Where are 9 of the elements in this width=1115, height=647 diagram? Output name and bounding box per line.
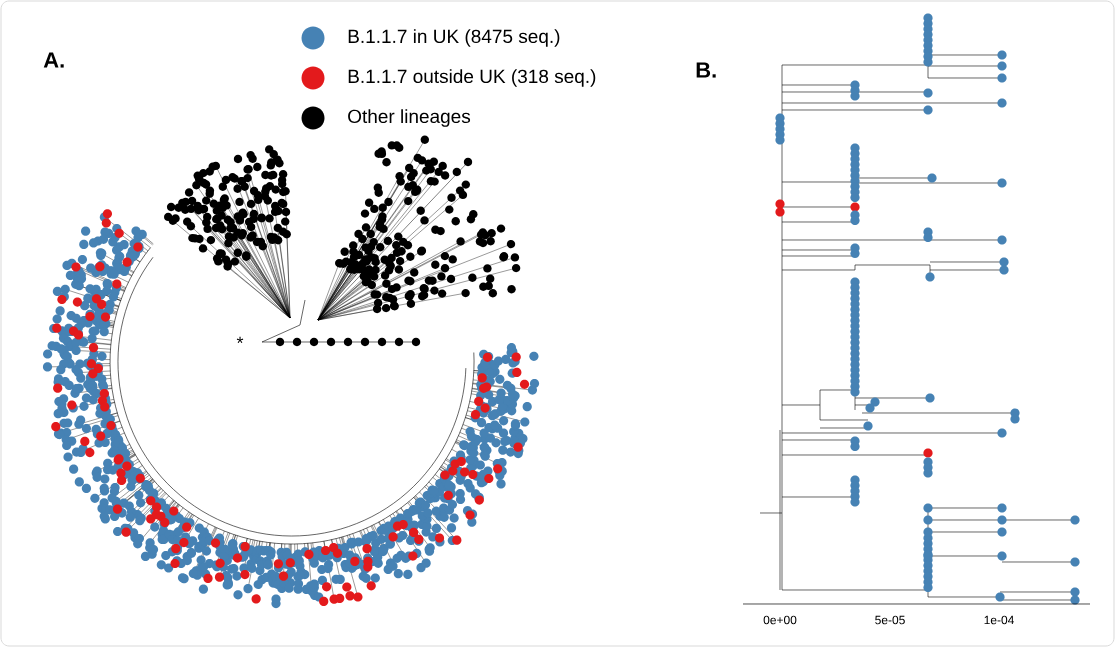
legend-label: B.1.1.7 in UK (8475 seq.) (348, 29, 560, 47)
tick-label: 1e-04 (984, 615, 1014, 625)
tick-label: 5e-05 (875, 615, 905, 625)
panel-label: B. (696, 62, 716, 78)
tick-label: 0e+00 (763, 615, 797, 625)
legend-label: Other lineages (348, 109, 471, 127)
asterisk: * (236, 336, 244, 344)
legend-label: B.1.1.7 outside UK (318 seq.) (348, 69, 596, 87)
panel-label: A. (43, 52, 64, 68)
